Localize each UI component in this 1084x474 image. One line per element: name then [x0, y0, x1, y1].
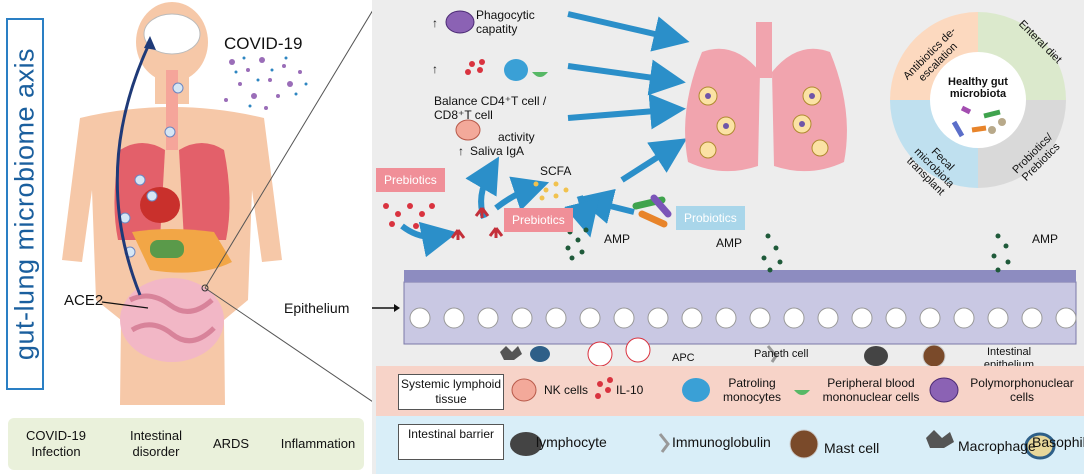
probiotic-bacteria [632, 194, 672, 228]
probiotics-tag: Probiotics [676, 206, 745, 230]
phagocytic-label: Phagocytic capatity [476, 8, 535, 36]
up-arrow-3: ↑ [458, 144, 464, 158]
scfa-label: SCFA [540, 164, 572, 178]
balance-label: Balance CD4⁺T cell / CD8⁺T cell [434, 94, 547, 122]
flow-step-intestinal: Intestinal disorder [129, 428, 183, 459]
human-body-illustration [62, 2, 372, 453]
epithelium-cells [403, 270, 1077, 345]
ace2-label: ACE2 [64, 292, 104, 309]
flow-step-infection: COVID-19 Infection [26, 428, 86, 459]
flow-step-inflammation: Inflammation [280, 436, 356, 451]
virus-cloud [224, 57, 302, 110]
flow-step-ards: ARDS [212, 436, 250, 451]
basophil-icon [1024, 432, 1056, 460]
up-arrow-1: ↑ [432, 16, 438, 30]
arrows-to-lungs [567, 11, 690, 183]
trachea [166, 70, 178, 150]
legend-nk-label: NK cells [544, 383, 589, 397]
right-lung-icon [179, 143, 230, 240]
legend-lymphocyte-label: lymphocyte [536, 434, 607, 450]
top-immune-icons [445, 10, 548, 141]
legend-patrolling-label: Patroling monocytes [722, 376, 782, 404]
systemic-lymphoid-label: Systemic lymphoid tissue [398, 374, 504, 410]
amp-label-3: AMP [1032, 232, 1059, 246]
il10-icon [595, 377, 613, 399]
zoom-line-bottom [204, 287, 372, 402]
treatment-pie [890, 12, 1066, 188]
activity-label: activity [498, 130, 535, 144]
pbmc-icon [794, 390, 810, 395]
ace2-pointer [101, 301, 149, 309]
mechanism-illustration [372, 10, 1077, 368]
patrolling-monocyte-icon [682, 378, 710, 402]
macrophage-icon [926, 430, 954, 448]
legend-icons [510, 377, 1056, 460]
amp-dots [565, 227, 1011, 273]
intestinal-barrier-label: Intestinal barrier [398, 424, 504, 460]
legend-immunoglobulin-label: Immunoglobulin [672, 434, 771, 450]
legend-pbmc-label: Peripheral blood mononuclear cells [822, 376, 920, 404]
zoom-line-top [204, 10, 372, 289]
epithelium-label: Epithelium [284, 300, 350, 316]
legend-mast-label: Mast cell [824, 440, 880, 456]
amp-label-2: AMP [716, 236, 743, 250]
saliva-label: Saliva IgA [470, 144, 525, 158]
pie-center-label: Healthy gut microbiota [948, 76, 1008, 100]
mast-cell-icon [789, 429, 819, 459]
brain-icon [143, 13, 201, 55]
prebiotic-molecules [383, 203, 435, 229]
pmn-icon [929, 377, 959, 403]
scfa-dots [533, 181, 569, 201]
submucosa-cells [500, 337, 946, 368]
left-panel: gut-lung microbiome axis COVID-19 ACE2 C… [0, 0, 372, 474]
legend-pmn-label: Polymorphonuclear cells [970, 376, 1074, 404]
legend-macrophage-label: Macrophage [958, 438, 1036, 454]
gut-brain-arrow [115, 41, 152, 296]
immunoglobulin-icon [658, 433, 670, 453]
prebiotics-tag-2: Prebiotics [504, 208, 573, 232]
axis-title-box: gut-lung microbiome axis [6, 18, 44, 390]
nk-cell-icon [511, 378, 537, 402]
stomach-icon [150, 240, 184, 258]
legend-basophil-label: Basophil [1032, 434, 1084, 450]
apc-label: APC [672, 352, 695, 364]
legend-il10-label: IL-10 [616, 383, 644, 397]
paneth-label: Paneth cell [754, 348, 809, 360]
up-arrow-2: ↑ [432, 62, 438, 76]
covid-label: COVID-19 [224, 34, 303, 53]
y-antibodies [450, 207, 504, 240]
prebiotics-tag-1: Prebiotics [376, 168, 445, 192]
heart-icon [140, 187, 180, 223]
lungs-illustration [685, 22, 847, 172]
axis-title: gut-lung microbiome axis [9, 47, 40, 361]
amp-label-1: AMP [604, 232, 631, 246]
pathway-flow-box: COVID-19 Infection Intestinal disorder A… [8, 418, 364, 470]
droplets [234, 56, 308, 108]
lymphocyte-icon [510, 432, 542, 456]
